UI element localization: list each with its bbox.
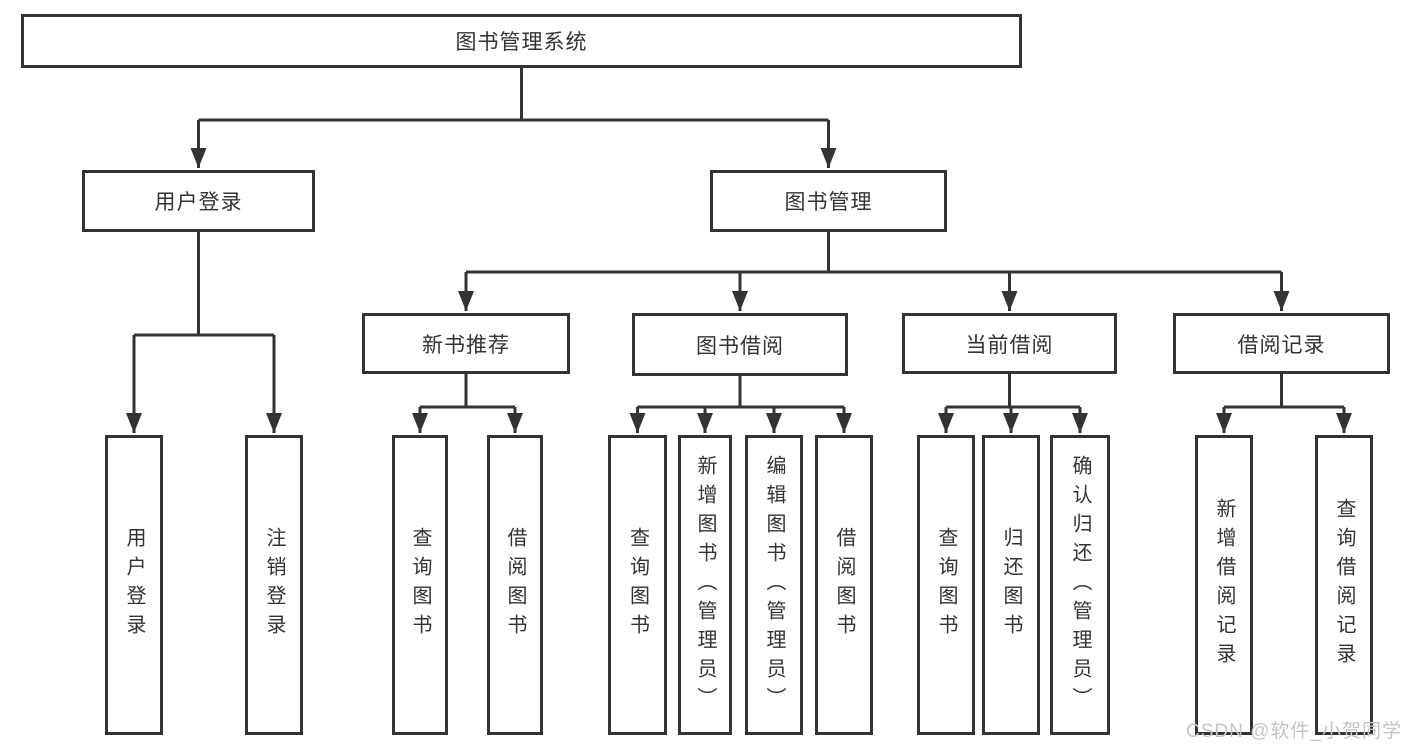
leaf-label: 归还图书 (1000, 527, 1022, 643)
leaf-label: 查询借阅记录 (1333, 498, 1355, 672)
leaf-confirm-return-admin: 确认归还（管理员） (1050, 435, 1110, 735)
node-book-borrowing: 图书借阅 (632, 313, 848, 376)
node-library-management-system: 图书管理系统 (21, 14, 1022, 68)
leaf-label: 编辑图书（管理员） (763, 454, 785, 716)
leaf-query-books-current: 查询图书 (917, 435, 975, 735)
leaf-borrow-books-recommend: 借阅图书 (487, 435, 543, 735)
leaf-label: 新增图书（管理员） (694, 454, 716, 716)
leaf-label: 查询图书 (935, 527, 957, 643)
leaf-return-books: 归还图书 (982, 435, 1040, 735)
leaf-query-borrow-record: 查询借阅记录 (1315, 435, 1373, 735)
leaf-user-login: 用户登录 (105, 435, 163, 735)
leaf-label: 新增借阅记录 (1213, 498, 1235, 672)
node-new-book-recommendation: 新书推荐 (362, 313, 570, 374)
leaf-edit-books-admin: 编辑图书（管理员） (745, 435, 803, 735)
leaf-query-books-recommend: 查询图书 (392, 435, 448, 735)
leaf-label: 用户登录 (123, 527, 145, 643)
leaf-add-books-admin: 新增图书（管理员） (678, 435, 732, 735)
node-book-management: 图书管理 (710, 170, 947, 232)
leaf-query-books-borrow: 查询图书 (608, 435, 667, 735)
leaf-label: 借阅图书 (833, 527, 855, 643)
leaf-label: 注销登录 (263, 527, 285, 643)
node-current-borrowing: 当前借阅 (902, 313, 1117, 374)
leaf-logout: 注销登录 (245, 435, 303, 735)
node-borrowing-records: 借阅记录 (1173, 313, 1390, 374)
leaf-label: 查询图书 (626, 527, 649, 643)
leaf-label: 确认归还（管理员） (1069, 454, 1091, 716)
leaf-add-borrow-record: 新增借阅记录 (1195, 435, 1253, 735)
leaf-label: 借阅图书 (504, 527, 526, 643)
node-user-login: 用户登录 (82, 170, 315, 232)
leaf-label: 查询图书 (409, 527, 431, 643)
leaf-borrow-books: 借阅图书 (815, 435, 873, 735)
csdn-watermark: CSDN @软件_小贺同学 (1186, 721, 1402, 742)
